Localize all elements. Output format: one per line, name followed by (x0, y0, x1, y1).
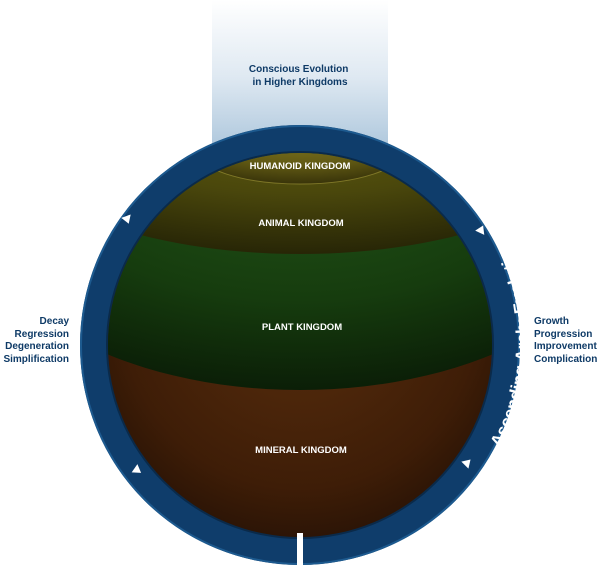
top-label: Conscious Evolution in Higher Kingdoms (249, 64, 351, 88)
plant-kingdom-label: PLANT KINGDOM (262, 322, 342, 333)
humanoid-kingdom-label: HUMANOID KINGDOM (250, 161, 351, 172)
evolution-terms: Growth Progression Improvement Complicat… (534, 316, 597, 366)
ascending-top-arrow-icon (475, 225, 485, 235)
mineral-kingdom-label: MINERAL KINGDOM (255, 445, 347, 456)
term-degeneration: Degeneration (5, 341, 69, 352)
top-label-line-2: in Higher Kingdoms (253, 77, 348, 88)
descending-bottom-arrow-icon (131, 464, 142, 473)
term-simplification: Simplification (3, 353, 69, 365)
humanoid-rim (195, 153, 405, 185)
devolution-terms: Decay Regression Degeneration Simplifica… (3, 316, 69, 366)
top-label-line-1: Conscious Evolution (249, 64, 348, 75)
animal-kingdom-label: ANIMAL KINGDOM (258, 218, 343, 229)
term-regression: Regression (14, 328, 69, 340)
term-decay: Decay (39, 316, 69, 327)
term-complication: Complication (534, 353, 598, 365)
ascending-bottom-arrow-icon (461, 459, 471, 469)
humanoid-layer (196, 153, 404, 184)
term-progression: Progression (534, 328, 593, 340)
term-improvement: Improvement (534, 341, 597, 352)
ring-bottom-gap (297, 533, 303, 566)
descending-top-arrow-icon (121, 214, 131, 224)
term-growth: Growth (534, 316, 569, 327)
